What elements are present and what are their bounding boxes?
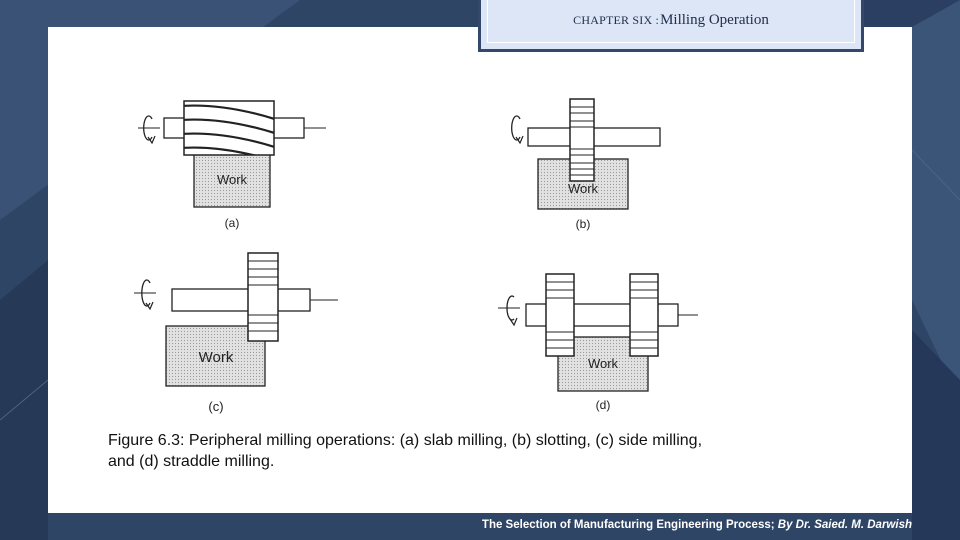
panel-c-side-milling: Work (c) bbox=[134, 252, 338, 414]
panel-label: (d) bbox=[596, 398, 611, 412]
panel-label: (c) bbox=[208, 399, 223, 414]
footer-text: The Selection of Manufacturing Engineeri… bbox=[481, 519, 778, 531]
rotation-arrow-icon bbox=[511, 115, 521, 141]
work-label: Work bbox=[568, 181, 599, 196]
chapter-banner: CHAPTER SIX : Milling Operation bbox=[478, 0, 864, 52]
milling-operations-figure: Work (a) Work (b) Wor bbox=[134, 98, 698, 414]
footer-author: By Dr. Saied. M. Darwish bbox=[777, 519, 912, 531]
work-label: Work bbox=[217, 172, 248, 187]
panel-label: (b) bbox=[576, 217, 591, 231]
chapter-name: Milling Operation bbox=[660, 11, 769, 28]
work-label: Work bbox=[199, 349, 234, 366]
panel-a-slab-milling: Work (a) bbox=[138, 100, 326, 230]
caption-line-1: Figure 6.3: Peripheral milling operation… bbox=[108, 432, 703, 449]
footer-credit: The Selection of Manufacturing Engineeri… bbox=[482, 519, 912, 531]
chapter-prefix: CHAPTER SIX : bbox=[573, 12, 660, 27]
caption-line-2: and (d) straddle milling. bbox=[108, 453, 275, 470]
straddle-cutter-left bbox=[545, 273, 575, 357]
arbor-shaft bbox=[171, 288, 311, 312]
side-cutter bbox=[247, 252, 279, 342]
straddle-cutter-right bbox=[629, 273, 659, 357]
panel-d-straddle-milling: Work (d) bbox=[498, 273, 698, 412]
work-label: Work bbox=[588, 356, 619, 371]
panel-label: (a) bbox=[225, 216, 240, 230]
figure-caption: Figure 6.3: Peripheral milling operation… bbox=[108, 430, 808, 472]
panel-b-slotting: Work (b) bbox=[511, 98, 661, 231]
chapter-title: CHAPTER SIX : Milling Operation bbox=[487, 0, 855, 43]
